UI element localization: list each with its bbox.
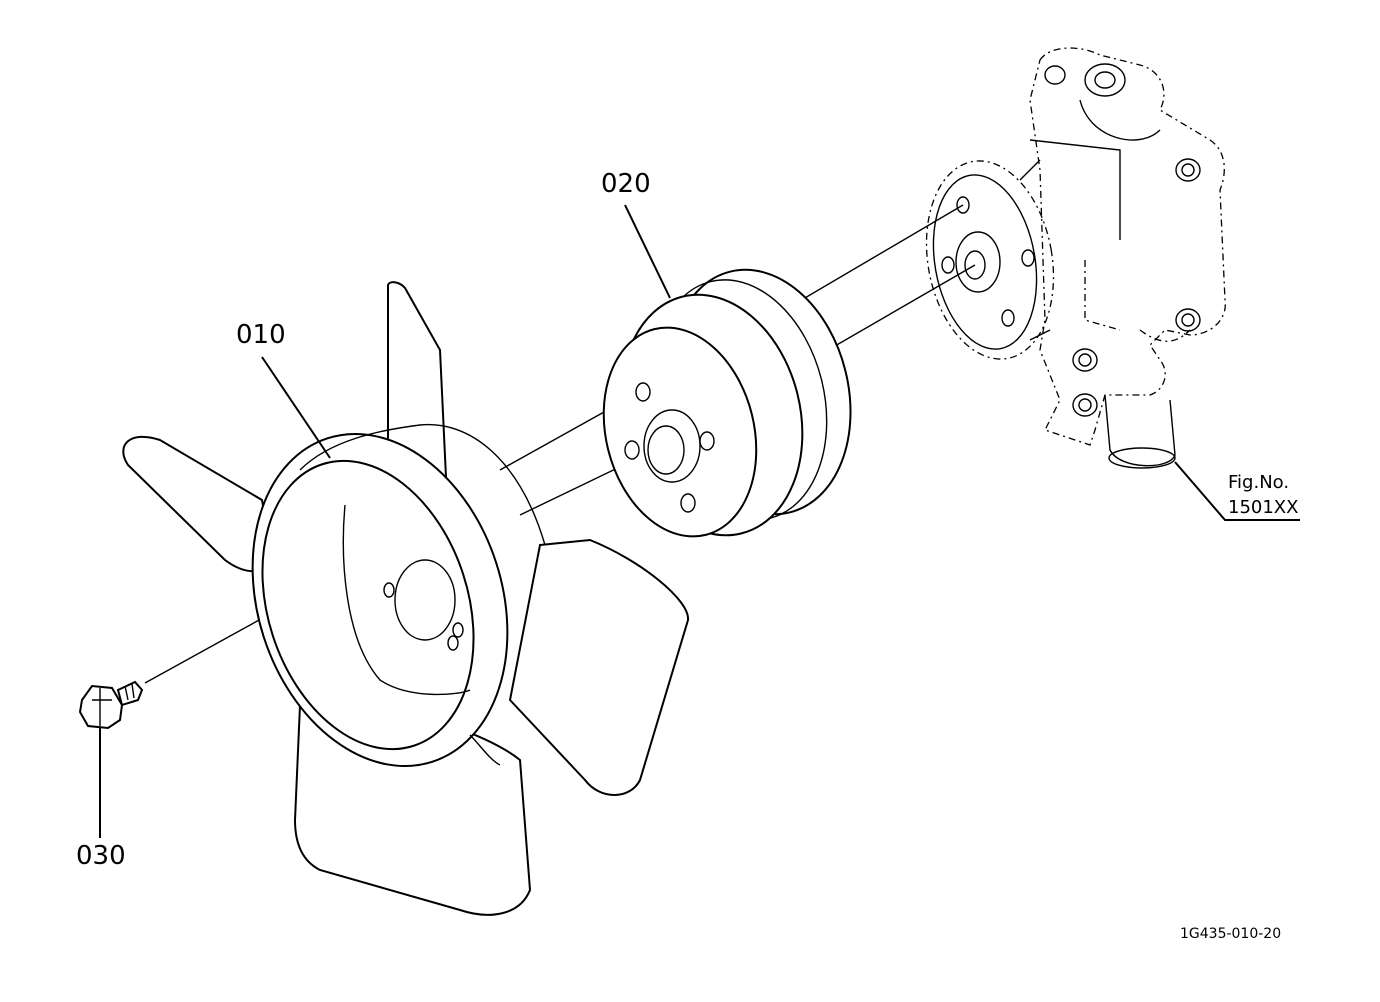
- drawing-code: 1G435-010-20: [1180, 926, 1281, 942]
- bolt-part: [78, 680, 144, 730]
- fan-part: [122, 281, 690, 916]
- callout-pulley-label: 020: [601, 169, 651, 199]
- pulley-part: [602, 268, 852, 538]
- figure-reference-line2: 1501XX: [1228, 497, 1298, 518]
- water-pump-reference: [925, 47, 1226, 469]
- leader-lines: [99, 204, 1300, 838]
- callout-bolt-label: 030: [76, 841, 126, 871]
- callout-fan-label: 010: [236, 320, 286, 350]
- figure-reference-line1: Fig.No.: [1228, 472, 1289, 493]
